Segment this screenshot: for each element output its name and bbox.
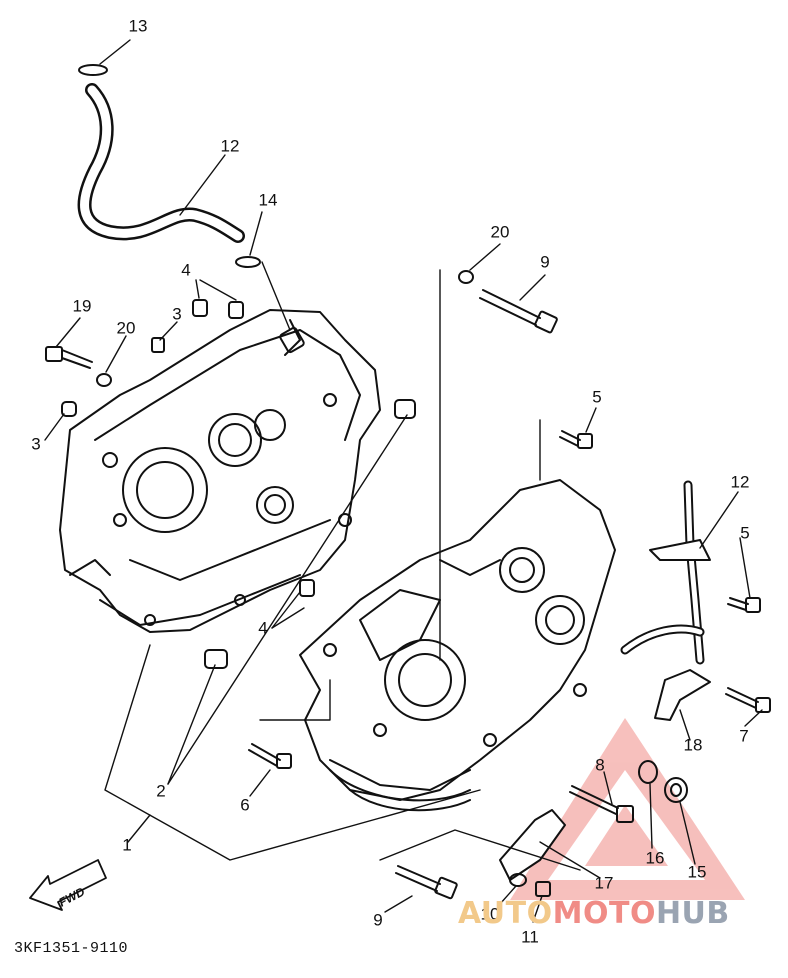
bolt-5-top	[559, 430, 593, 449]
washer-17	[509, 873, 527, 887]
bolt-16	[535, 881, 551, 897]
callout-4-middle: 4	[258, 618, 268, 638]
callout-20-right: 20	[490, 222, 510, 242]
callout-11: 12	[220, 136, 240, 156]
bolt-19	[45, 346, 93, 369]
watermark-part-2: MOTO	[552, 896, 656, 931]
washer-20b	[458, 270, 474, 284]
watermark-part-1: AUTO	[458, 896, 553, 931]
callout-7: 7	[739, 726, 749, 746]
leader-lines	[44, 39, 763, 923]
bolt-5-right	[727, 597, 761, 613]
diagram-part-code: 3KF1351-9110	[14, 940, 129, 957]
dowel-pin-4c	[299, 579, 315, 597]
callout-18: 18	[683, 735, 703, 755]
plug-3b	[61, 401, 77, 417]
callout-15: 17	[594, 873, 614, 893]
breather-hose-11	[77, 83, 245, 243]
dowel-pin-4a	[192, 299, 208, 317]
breather-pipe-10	[620, 480, 711, 665]
callout-12-top: 13	[128, 16, 148, 36]
nut-13	[664, 777, 688, 803]
bolt-9-top	[479, 289, 558, 334]
plug-3a	[151, 337, 165, 353]
left-crankcase	[59, 309, 381, 633]
watermark-part-3: HUB	[655, 896, 730, 931]
bolt-6	[248, 743, 292, 769]
hose-clip-12-lower	[235, 256, 261, 268]
callout-2: 2	[156, 781, 166, 801]
callout-8: 8	[595, 755, 605, 775]
callout-17: 10	[480, 904, 500, 924]
callout-5-right: 5	[740, 523, 750, 543]
callout-14: 16	[645, 848, 665, 868]
callout-5-top: 5	[592, 387, 602, 407]
washer-20a	[96, 373, 112, 387]
bolt-9-bottom	[395, 865, 458, 900]
callout-6: 6	[240, 795, 250, 815]
dowel-2a	[394, 399, 416, 419]
dowel-pin-4b	[228, 301, 244, 319]
watermark-triangle	[510, 718, 745, 900]
washer-14	[638, 760, 658, 784]
callout-4-top: 4	[181, 260, 191, 280]
watermark-logo: AUTOMOTOHUB	[458, 896, 730, 931]
callout-13: 15	[687, 862, 707, 882]
bolt-7	[725, 687, 771, 713]
callout-12-lower: 14	[258, 190, 278, 210]
callout-1: 1	[122, 835, 132, 855]
bolt-8	[569, 785, 634, 823]
dowel-2b	[204, 649, 228, 669]
bracket-18	[654, 669, 711, 721]
hose-clip-12-top	[78, 64, 108, 76]
callout-9-bottom: 9	[373, 910, 383, 930]
callout-3-top: 3	[172, 304, 182, 324]
callout-3-left: 3	[31, 434, 41, 454]
fwd-arrow-icon	[29, 859, 107, 911]
callout-9-top: 9	[540, 252, 550, 272]
callout-19: 19	[72, 296, 92, 316]
callout-20-left: 20	[116, 318, 136, 338]
callout-10: 12	[730, 472, 750, 492]
callout-16: 11	[521, 927, 539, 947]
right-crankcase	[299, 479, 616, 812]
